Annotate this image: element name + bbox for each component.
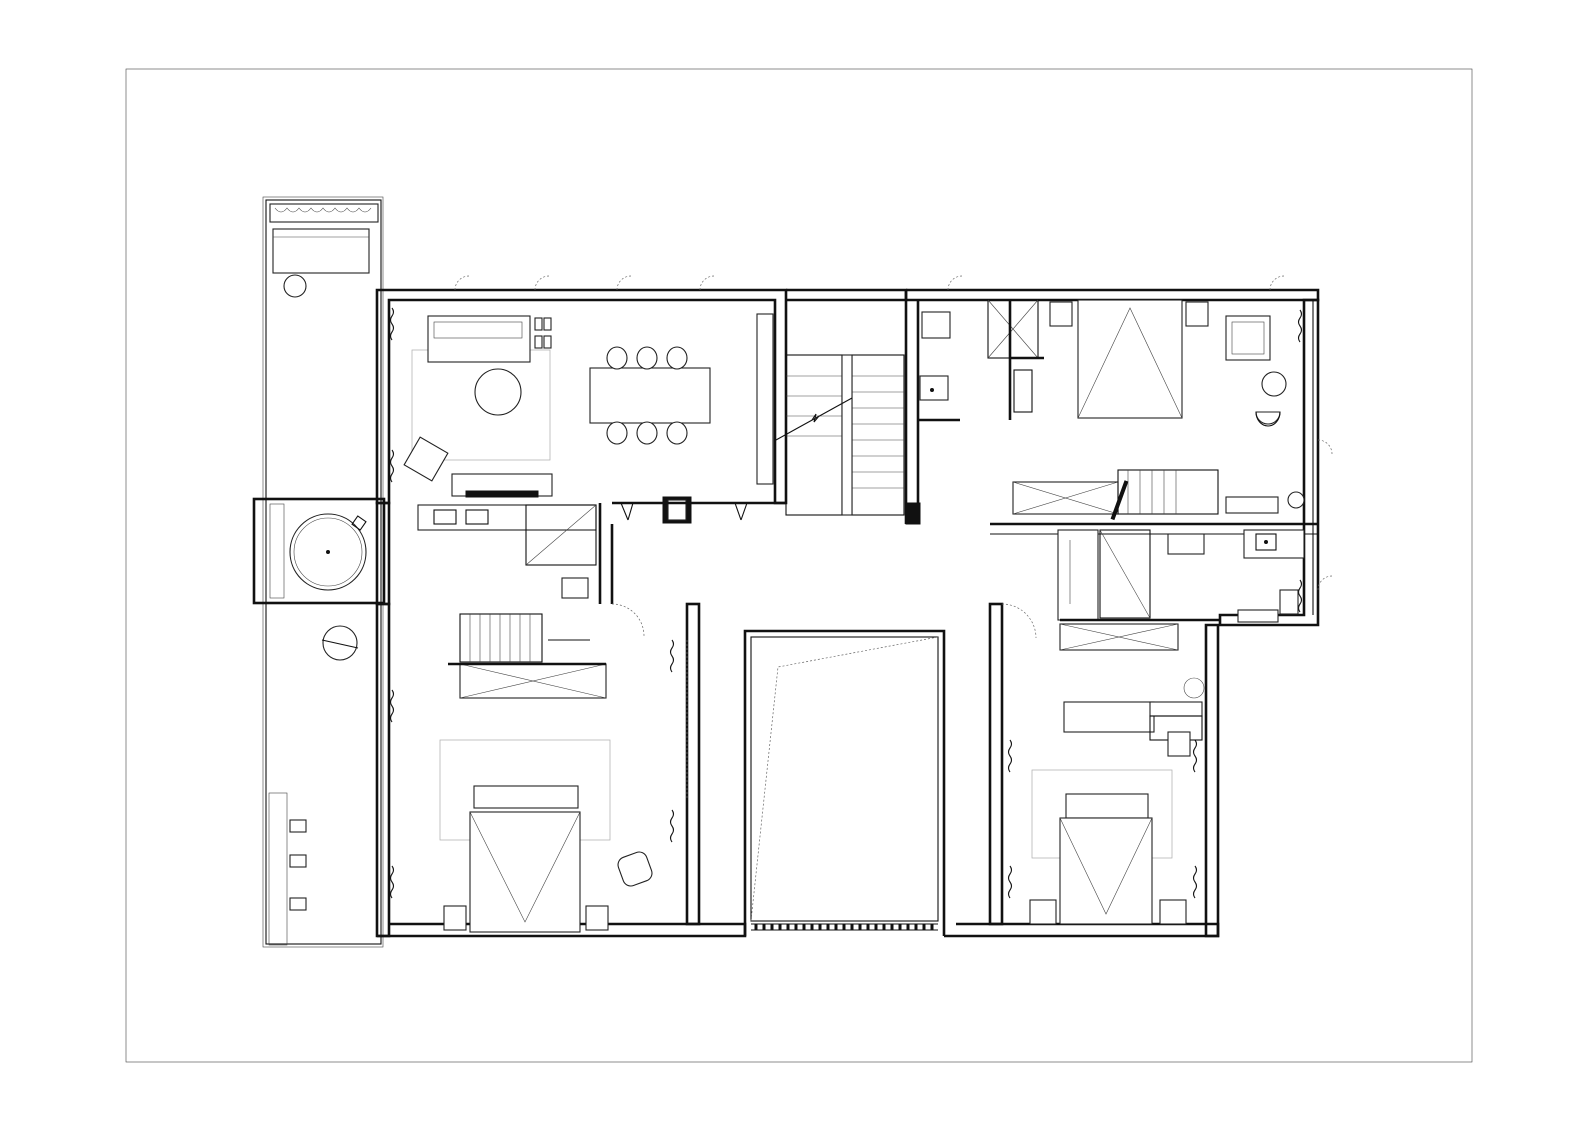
left-bed <box>469 811 581 933</box>
vanity <box>417 504 597 531</box>
lounger <box>272 228 370 274</box>
master-bed <box>1077 299 1183 419</box>
right-shower <box>1057 529 1099 621</box>
dressing-stair <box>1117 469 1219 515</box>
right-bedroom <box>1001 529 1305 925</box>
window-swings <box>454 275 1333 591</box>
side-table <box>283 274 307 298</box>
living-room <box>403 313 786 524</box>
staircase <box>775 354 921 525</box>
curtains <box>389 307 1303 899</box>
dining-chairs <box>606 346 688 445</box>
sofa <box>427 315 531 363</box>
left-bedroom <box>439 603 688 933</box>
coffee-table <box>474 368 522 416</box>
open-void <box>750 636 939 922</box>
bench <box>268 792 288 946</box>
right-bed <box>1059 817 1153 925</box>
planter-box <box>269 203 379 223</box>
dining-table <box>589 367 711 424</box>
master-suite <box>918 299 1305 521</box>
sideboard <box>756 313 774 485</box>
headboard-bench <box>473 785 579 809</box>
desk <box>1063 701 1155 733</box>
bar-stools <box>289 819 307 911</box>
sheet-border <box>125 68 1473 1063</box>
left-balcony <box>262 196 384 948</box>
right-vanity <box>1243 529 1305 559</box>
ensuite-shower <box>525 504 597 566</box>
ensuite-toilet <box>561 577 589 599</box>
lounge-chair <box>1225 315 1271 361</box>
outdoor-chair <box>322 625 358 661</box>
bedroom-armchair <box>617 851 653 887</box>
toilet <box>921 311 951 339</box>
basin <box>919 375 949 401</box>
armchair <box>403 436 449 482</box>
closet <box>459 613 543 663</box>
desk-chair <box>1167 731 1191 757</box>
right-headboard <box>1065 793 1149 819</box>
void-railing <box>751 923 938 931</box>
hot-tub <box>252 497 386 605</box>
left-ensuite <box>417 504 607 699</box>
